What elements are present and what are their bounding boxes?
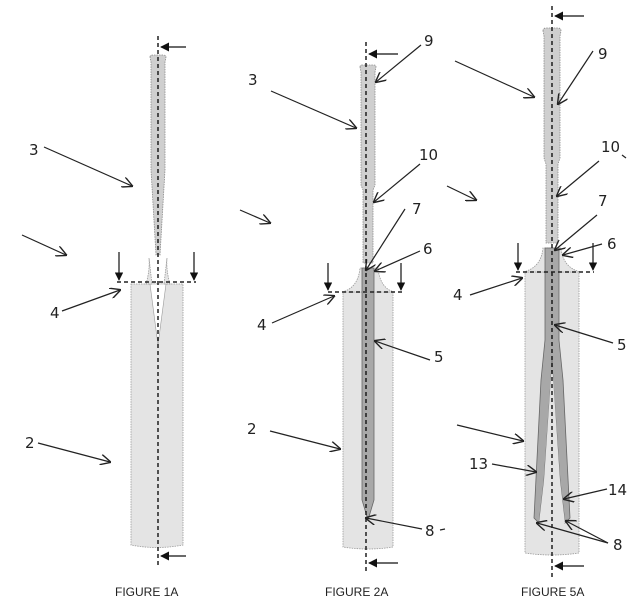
label-2: 2 (247, 420, 257, 438)
label-2: 2 (25, 434, 35, 452)
leader-6 (375, 250, 421, 271)
leader-3 (43, 146, 132, 186)
label-8: 8 (425, 522, 435, 540)
label-8: 8 (613, 536, 623, 554)
leader-2 (37, 442, 110, 462)
leader-2 (269, 430, 340, 449)
label-9: 9 (598, 45, 608, 63)
label-4: 4 (453, 286, 463, 304)
figure-2a: 9 3 10 7 6 4 5 2 8 FIGURE 2A (239, 32, 446, 599)
label-6: 6 (423, 240, 433, 258)
leader-5 (375, 341, 431, 361)
tick-mark (439, 528, 446, 531)
leader-9 (558, 50, 594, 104)
handle-3 (359, 64, 377, 264)
label-7: 7 (598, 192, 608, 210)
leader-10 (557, 160, 600, 196)
leader-4 (61, 290, 120, 312)
leader-4 (271, 296, 334, 324)
label-9: 9 (424, 32, 434, 50)
leader-blade (456, 424, 523, 441)
label-3: 3 (29, 141, 39, 159)
leader-9 (376, 44, 422, 82)
label-13: 13 (469, 455, 488, 473)
label-10: 10 (601, 138, 620, 156)
label-5: 5 (434, 348, 444, 366)
leader-8b (566, 521, 609, 544)
leader-7 (366, 208, 406, 270)
leader-8a (537, 523, 609, 544)
leader-4 (469, 278, 522, 296)
leader-unlabelled (239, 209, 270, 223)
label-3: 3 (248, 71, 258, 89)
leader-5 (555, 325, 614, 344)
figure-1a: 3 4 2 FIGURE 1A (21, 36, 199, 599)
leader-13 (491, 463, 536, 472)
leader-7 (555, 214, 598, 250)
leader-handle (454, 60, 534, 97)
leader-unlabelled (21, 234, 66, 255)
label-5: 5 (617, 336, 627, 354)
caption-figure-2a: FIGURE 2A (325, 585, 388, 599)
label-4: 4 (257, 316, 267, 334)
leader-8 (366, 518, 423, 530)
leader-6 (563, 243, 603, 255)
label-14: 14 (608, 481, 627, 499)
label-6: 6 (607, 235, 617, 253)
leader-3 (270, 90, 356, 128)
leader-10 (374, 163, 421, 202)
blade-2 (130, 283, 184, 548)
core-5 (361, 267, 375, 522)
figure-5a: 9 10 7 6 4 5 13 14 8 FIGURE 5A (446, 6, 627, 599)
leader-unlabelled (446, 185, 476, 200)
label-7: 7 (412, 200, 422, 218)
caption-figure-1a: FIGURE 1A (115, 585, 178, 599)
leader-14 (564, 488, 608, 499)
tick-mark (621, 154, 627, 159)
label-4: 4 (50, 304, 60, 322)
label-10: 10 (419, 146, 438, 164)
caption-figure-5a: FIGURE 5A (521, 585, 584, 599)
